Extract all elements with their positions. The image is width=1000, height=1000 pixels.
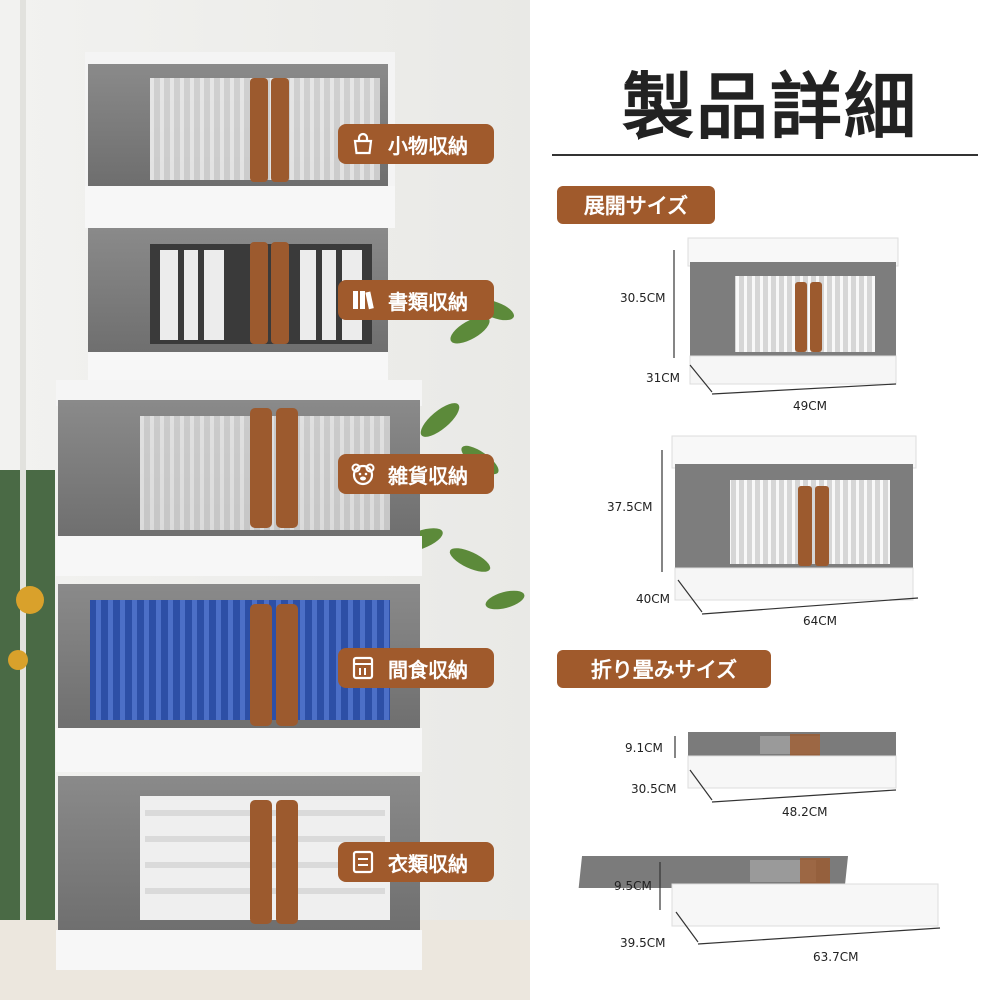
label-clothes: 衣類収納 [338,842,494,882]
expanded-small-box [687,237,899,385]
product-photo: 小物収納 書類収納 雑貨収納 間食収納 [0,0,530,1000]
expanded-small-width: 49CM [793,399,828,413]
folded-small-depth: 30.5CM [631,782,677,796]
stacked-boxes-illustration [0,0,530,1000]
bear-icon [351,463,375,486]
label-text: 書類収納 [388,289,468,314]
title-divider [552,154,978,156]
expanded-size-heading: 展開サイズ [557,186,715,224]
label-small-items: 小物収納 [338,124,494,164]
handbag-icon [353,132,373,155]
books-icon [353,291,374,310]
folded-small-box [687,732,897,789]
label-text: 間食収納 [388,657,468,682]
expanded-large-depth: 40CM [636,592,671,606]
page-title: 製品詳細 [621,65,918,149]
folded-size-heading: 折り畳みサイズ [557,650,771,688]
expanded-large-width: 64CM [803,614,838,628]
label-snacks: 間食収納 [338,648,494,688]
folded-small-width: 48.2CM [782,805,828,819]
expanded-large-height: 37.5CM [607,500,653,514]
folded-small-height: 9.1CM [625,741,663,755]
label-text: 小物収納 [388,133,468,158]
expanded-small-height: 30.5CM [620,291,666,305]
folded-large-depth: 39.5CM [620,936,666,950]
label-text: 雑貨収納 [388,463,468,488]
label-goods: 雑貨収納 [338,454,494,494]
folded-large-height: 9.5CM [614,879,652,893]
folded-large-width: 63.7CM [813,950,859,964]
expanded-small-depth: 31CM [646,371,681,385]
label-text: 衣類収納 [388,851,468,876]
snack-icon [352,656,374,680]
expanded-large-box [671,435,917,601]
label-documents: 書類収納 [338,280,494,320]
clothes-icon [352,850,374,874]
